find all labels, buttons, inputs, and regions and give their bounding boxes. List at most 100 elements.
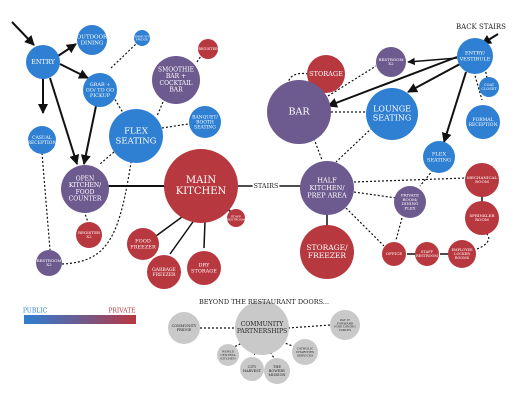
- node-label: BANQUET/: [192, 114, 218, 120]
- node-label: OFFICE: [386, 251, 402, 256]
- node-label: ENTRY: [31, 58, 55, 66]
- node-label: DINING: [402, 201, 419, 206]
- link-main-dry: [203, 220, 206, 249]
- node-circle: [147, 255, 181, 289]
- dash-flex-open: [99, 151, 115, 165]
- node-label: FORMAL: [472, 117, 493, 123]
- node-label: SEATING: [427, 157, 451, 163]
- node-label: KITCHEN/: [309, 184, 345, 192]
- node-circle: [300, 161, 354, 215]
- node-circle: [366, 88, 418, 140]
- node-label: RESTROOM: [416, 254, 438, 258]
- node-label: ROOMS: [455, 256, 470, 260]
- node-label: BOOTH: [196, 120, 214, 126]
- node-circle: [457, 38, 493, 74]
- node-circle: [36, 250, 62, 276]
- node-label: PARTNERSHIPS: [237, 328, 287, 335]
- node-label: MECHANICAL: [467, 175, 497, 180]
- node-label: FREEZER: [130, 244, 156, 250]
- node-circle: [264, 358, 290, 384]
- node-label: KITCHEN: [220, 356, 236, 360]
- node-circle: [376, 47, 406, 77]
- dash-smoothie-register: [196, 55, 202, 63]
- node-circle: [300, 225, 354, 279]
- node-label: CENTRAL: [220, 353, 236, 357]
- dash-storage1-bar: [287, 72, 309, 97]
- node-label: LOCKER: [454, 252, 470, 256]
- node-label: CATHOLIC: [297, 347, 315, 351]
- node-label: RECEPTION: [28, 140, 57, 146]
- node-label: STORAGE: [309, 70, 343, 78]
- dash-smoothie-flex: [156, 101, 164, 117]
- node-label: WORLD: [222, 350, 235, 354]
- node-label: EMPLOYEE: [451, 248, 473, 252]
- node-circle: [466, 105, 500, 139]
- node-label: GO/ TO GO: [86, 88, 114, 94]
- node-label: REGISTER: [198, 47, 218, 51]
- dash-flex-banquet: [161, 123, 189, 129]
- node-circle: [465, 201, 499, 235]
- node-label: FINE DINING: [334, 325, 356, 329]
- node-label: X2: [86, 234, 92, 239]
- node-label: MAIN: [186, 175, 216, 186]
- dash-entry2-formal: [473, 71, 483, 101]
- dash-partners-pay: [287, 324, 331, 329]
- node-circle: [292, 339, 318, 365]
- node-label: FLEX: [404, 206, 415, 211]
- node-label: LOUNGE: [373, 105, 411, 114]
- legend-gradient-bar: [24, 315, 136, 324]
- dash-grab-commfridge: [110, 43, 137, 69]
- node-label: COCKTAIL: [160, 80, 193, 87]
- stairs-label: STAIRS: [253, 182, 278, 190]
- node-label: GRAB +: [90, 82, 111, 88]
- node-circle: [415, 242, 439, 266]
- node-circle: [465, 163, 499, 197]
- node-label: CLOSET: [481, 87, 497, 91]
- node-label: KITCHEN: [176, 186, 227, 197]
- dash-restroom-flex: [61, 155, 133, 265]
- node-label: FLEX: [124, 127, 149, 137]
- node-label: COMMUNITY: [241, 321, 284, 328]
- node-label: CASUAL: [32, 135, 52, 141]
- node-entry: ENTRY: [26, 45, 60, 79]
- node-circle: [217, 344, 239, 366]
- node-label: ROOM: [475, 179, 489, 184]
- node-circle: [76, 222, 102, 248]
- node-label: FORWARD: [337, 321, 354, 325]
- arrow-entry2-lounge: [407, 63, 461, 93]
- node-label: BAR +: [166, 73, 186, 80]
- node-circle: [187, 251, 221, 285]
- node-circle: [26, 45, 60, 79]
- node-circle: [198, 39, 218, 59]
- node-label: RECEPTION: [469, 122, 498, 128]
- node-label: PRIVATE: [401, 192, 419, 197]
- node-circle: [134, 30, 150, 46]
- node-circle: [423, 141, 455, 173]
- node-label: X2: [388, 61, 394, 66]
- node-label: STAFF: [421, 250, 433, 254]
- node-circle: [227, 209, 245, 227]
- dash-partners-catholic: [281, 341, 299, 349]
- arrow-entry-outdoor: [57, 43, 77, 57]
- node-entry2: ENTRY/VESTIBULE: [457, 38, 493, 74]
- node-label: SEATING: [116, 136, 157, 146]
